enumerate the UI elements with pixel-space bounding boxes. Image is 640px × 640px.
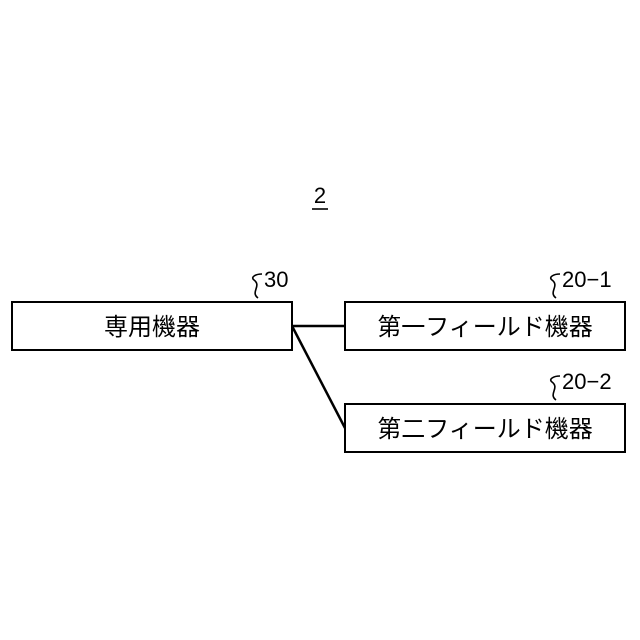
figure-label: 2 <box>312 183 328 209</box>
link-dedicated-to-field2 <box>292 326 345 428</box>
connection-lines <box>292 326 345 428</box>
dedicated-ref-number: 30 <box>264 267 288 292</box>
field1-ref-leader <box>551 274 560 298</box>
field2-ref-leader <box>551 376 560 400</box>
device-box-dedicated: 専用機器 30 <box>12 267 292 350</box>
field2-device-label: 第二フィールド機器 <box>377 415 593 443</box>
field1-ref-number: 20−1 <box>562 267 612 292</box>
field2-ref-number: 20−2 <box>562 369 612 394</box>
device-box-field2: 第二フィールド機器 20−2 <box>345 369 625 452</box>
field1-device-label: 第一フィールド機器 <box>377 313 593 341</box>
device-box-field1: 第一フィールド機器 20−1 <box>345 267 625 350</box>
dedicated-ref-leader <box>253 274 262 298</box>
figure-number: 2 <box>314 183 326 208</box>
dedicated-device-label: 専用機器 <box>104 313 200 341</box>
